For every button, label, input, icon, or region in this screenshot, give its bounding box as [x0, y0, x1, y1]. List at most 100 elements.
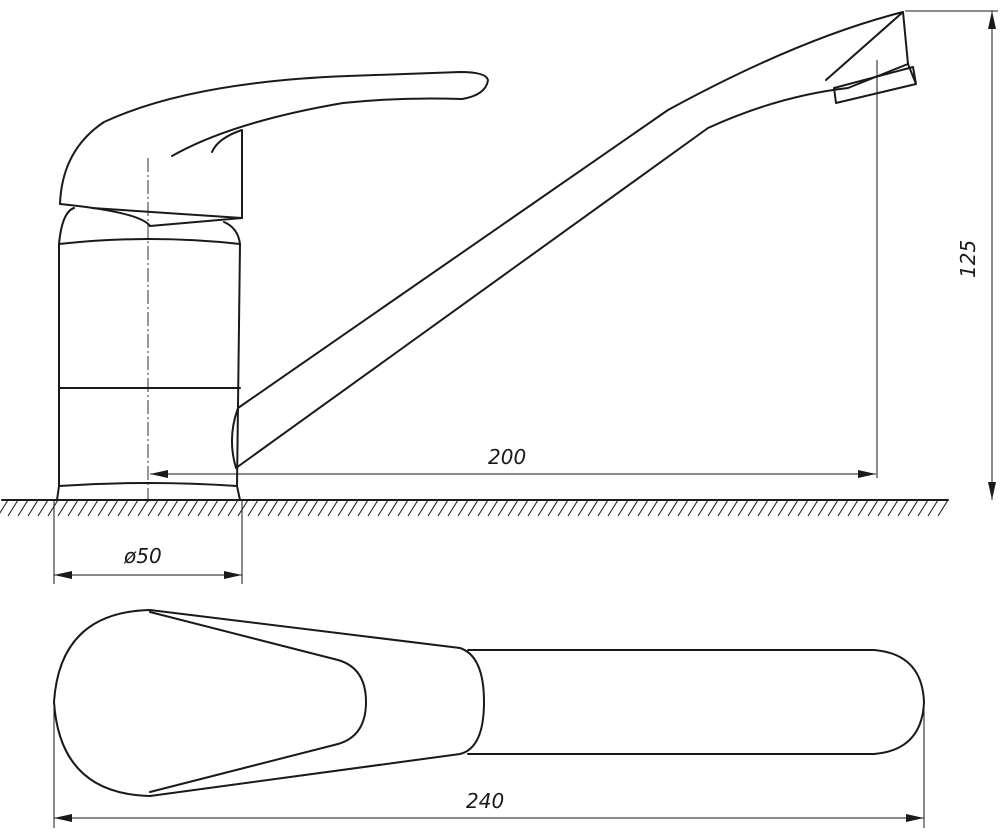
hatch-line [797, 499, 809, 517]
hatch-line [157, 499, 169, 517]
lever-handle [59, 71, 489, 205]
hatch-line [607, 499, 619, 517]
hatch-line [937, 499, 949, 517]
hatch-line [547, 499, 559, 517]
spout [231, 11, 909, 469]
hatch-line [197, 499, 209, 517]
hatch-line [327, 499, 339, 517]
hatch-line [747, 499, 759, 517]
hatch-line [907, 499, 919, 517]
hatch-line [187, 499, 199, 517]
hatch-line [917, 499, 929, 517]
aerator [825, 11, 917, 104]
hatch-line [127, 499, 139, 517]
hatch-line [97, 499, 109, 517]
hatch-line [177, 499, 189, 517]
arrow-left-50 [54, 571, 72, 579]
hatch-line [367, 499, 379, 517]
hatch-line [397, 499, 409, 517]
hatch-line [757, 499, 769, 517]
hatch-line [827, 499, 839, 517]
hatch-line [737, 499, 749, 517]
hatch-line [357, 499, 369, 517]
hatch-line [287, 499, 299, 517]
arrow-right-240 [906, 814, 924, 822]
mounting-surface-hatching [0, 499, 949, 517]
hatch-line [727, 499, 739, 517]
hatch-line [437, 499, 449, 517]
arrow-top-125 [988, 11, 996, 29]
dimension-label-125: 125 [956, 240, 980, 278]
arrow-bottom-125 [988, 482, 996, 500]
hatch-line [27, 499, 39, 517]
hatch-line [517, 499, 529, 517]
hatch-line [707, 499, 719, 517]
hatch-line [677, 499, 689, 517]
hatch-line [217, 499, 229, 517]
hatch-line [777, 499, 789, 517]
dimension-label-200: 200 [488, 445, 526, 469]
hatch-line [137, 499, 149, 517]
hatch-line [847, 499, 859, 517]
hatch-line [487, 499, 499, 517]
hatch-line [867, 499, 879, 517]
hatch-line [477, 499, 489, 517]
hatch-line [657, 499, 669, 517]
dimension-label-240: 240 [466, 789, 504, 813]
hatch-line [47, 499, 59, 517]
hatch-line [927, 499, 939, 517]
hatch-line [817, 499, 829, 517]
hatch-line [307, 499, 319, 517]
hatch-line [277, 499, 289, 517]
hatch-line [0, 499, 9, 514]
body-top-dome [58, 207, 241, 245]
arrow-left-240 [54, 814, 72, 822]
hatch-line [107, 499, 119, 517]
spout-top-outline [467, 649, 925, 755]
body-base-ring [56, 482, 241, 501]
hatch-line [687, 499, 699, 517]
side-view: 200 125 ø50 [0, 10, 998, 584]
hatch-line [807, 499, 819, 517]
hatch-line [17, 499, 29, 517]
hatch-line [697, 499, 709, 517]
hatch-line [87, 499, 99, 517]
hatch-line [377, 499, 389, 517]
hatch-line [317, 499, 329, 517]
hatch-line [227, 499, 239, 517]
hatch-line [507, 499, 519, 517]
hatch-line [57, 499, 69, 517]
hatch-line [457, 499, 469, 517]
hatch-line [567, 499, 579, 517]
body-cylinder [58, 238, 241, 487]
hatch-line [447, 499, 459, 517]
hatch-line [67, 499, 79, 517]
hatch-line [267, 499, 279, 517]
hatch-line [247, 499, 259, 517]
hatch-line [337, 499, 349, 517]
arrow-right-50 [224, 571, 242, 579]
lever-edge [91, 207, 243, 219]
hatch-line [347, 499, 359, 517]
hatch-line [877, 499, 889, 517]
hatch-line [787, 499, 799, 517]
hatch-line [537, 499, 549, 517]
hatch-line [257, 499, 269, 517]
hatch-line [897, 499, 909, 517]
top-view: 240 [53, 609, 925, 828]
arrow-right-200 [858, 470, 876, 478]
hatch-line [837, 499, 849, 517]
hatch-line [767, 499, 779, 517]
arrow-left-200 [150, 470, 168, 478]
hatch-line [857, 499, 869, 517]
hatch-line [627, 499, 639, 517]
hatch-line [597, 499, 609, 517]
hatch-line [467, 499, 479, 517]
hatch-line [37, 499, 49, 517]
hatch-line [117, 499, 129, 517]
hatch-line [297, 499, 309, 517]
hatch-line [577, 499, 589, 517]
hatch-line [667, 499, 679, 517]
lever-top-outline [53, 609, 485, 797]
